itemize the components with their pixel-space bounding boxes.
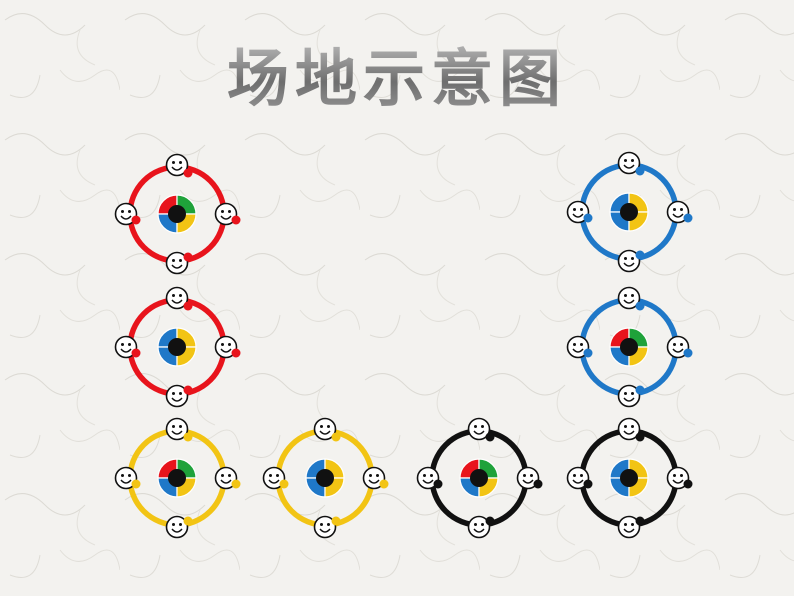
- person-smiley-icon: [214, 466, 241, 490]
- person-smiley-icon: [617, 286, 645, 311]
- station-red-ring: [114, 153, 241, 275]
- person-smiley-icon: [516, 466, 543, 490]
- person-smiley-icon: [617, 384, 645, 408]
- person-smiley-icon: [165, 384, 193, 408]
- station-black-ring: [416, 417, 543, 539]
- person-smiley-icon: [165, 286, 193, 311]
- person-smiley-icon: [262, 466, 289, 490]
- person-smiley-icon: [114, 202, 141, 226]
- marker-dot: [683, 479, 693, 489]
- person-smiley-icon: [566, 466, 593, 490]
- person-smiley-icon: [114, 466, 141, 490]
- marker-dot: [183, 385, 193, 395]
- person-smiley-icon: [214, 335, 241, 359]
- marker-dot: [231, 348, 241, 358]
- station-red-ring: [114, 286, 241, 408]
- marker-dot: [635, 301, 645, 311]
- person-smiley-icon: [467, 515, 495, 539]
- center-target-icon: [609, 192, 649, 232]
- marker-dot: [183, 252, 193, 262]
- marker-dot: [433, 479, 443, 489]
- person-smiley-icon: [165, 153, 193, 178]
- center-target-icon: [157, 327, 197, 367]
- marker-dot: [635, 432, 645, 442]
- marker-dot: [379, 479, 389, 489]
- marker-dot: [485, 516, 495, 526]
- station-blue-ring: [566, 286, 693, 408]
- person-smiley-icon: [165, 417, 193, 442]
- person-smiley-icon: [617, 515, 645, 539]
- marker-dot: [183, 168, 193, 178]
- person-smiley-icon: [617, 249, 645, 273]
- person-smiley-icon: [165, 251, 193, 275]
- person-smiley-icon: [617, 151, 645, 176]
- center-target-icon: [157, 458, 197, 498]
- center-target-icon: [459, 458, 499, 498]
- center-target-icon: [609, 327, 649, 367]
- marker-dot: [635, 250, 645, 260]
- marker-dot: [279, 479, 289, 489]
- marker-dot: [635, 516, 645, 526]
- marker-dot: [231, 479, 241, 489]
- marker-dot: [131, 215, 141, 225]
- marker-dot: [183, 432, 193, 442]
- person-smiley-icon: [165, 515, 193, 539]
- person-smiley-icon: [467, 417, 495, 442]
- marker-dot: [183, 301, 193, 311]
- person-smiley-icon: [566, 335, 593, 359]
- person-smiley-icon: [566, 200, 593, 224]
- marker-dot: [331, 432, 341, 442]
- center-target-icon: [157, 194, 197, 234]
- marker-dot: [131, 479, 141, 489]
- marker-dot: [683, 348, 693, 358]
- marker-dot: [485, 432, 495, 442]
- person-smiley-icon: [214, 202, 241, 226]
- center-target-icon: [609, 458, 649, 498]
- marker-dot: [183, 516, 193, 526]
- station-black-ring: [566, 417, 693, 539]
- station-blue-ring: [566, 151, 693, 273]
- person-smiley-icon: [362, 466, 389, 490]
- marker-dot: [583, 213, 593, 223]
- person-smiley-icon: [666, 335, 693, 359]
- marker-dot: [583, 479, 593, 489]
- person-smiley-icon: [666, 466, 693, 490]
- marker-dot: [131, 348, 141, 358]
- marker-dot: [533, 479, 543, 489]
- marker-dot: [231, 215, 241, 225]
- person-smiley-icon: [617, 417, 645, 442]
- person-smiley-icon: [666, 200, 693, 224]
- center-target-icon: [305, 458, 345, 498]
- marker-dot: [683, 213, 693, 223]
- station-yellow-ring: [114, 417, 241, 539]
- marker-dot: [331, 516, 341, 526]
- marker-dot: [635, 166, 645, 176]
- person-smiley-icon: [313, 417, 341, 442]
- page-title: 场地示意图: [0, 28, 794, 118]
- person-smiley-icon: [114, 335, 141, 359]
- station-yellow-ring: [262, 417, 389, 539]
- person-smiley-icon: [313, 515, 341, 539]
- marker-dot: [635, 385, 645, 395]
- person-smiley-icon: [416, 466, 443, 490]
- marker-dot: [583, 348, 593, 358]
